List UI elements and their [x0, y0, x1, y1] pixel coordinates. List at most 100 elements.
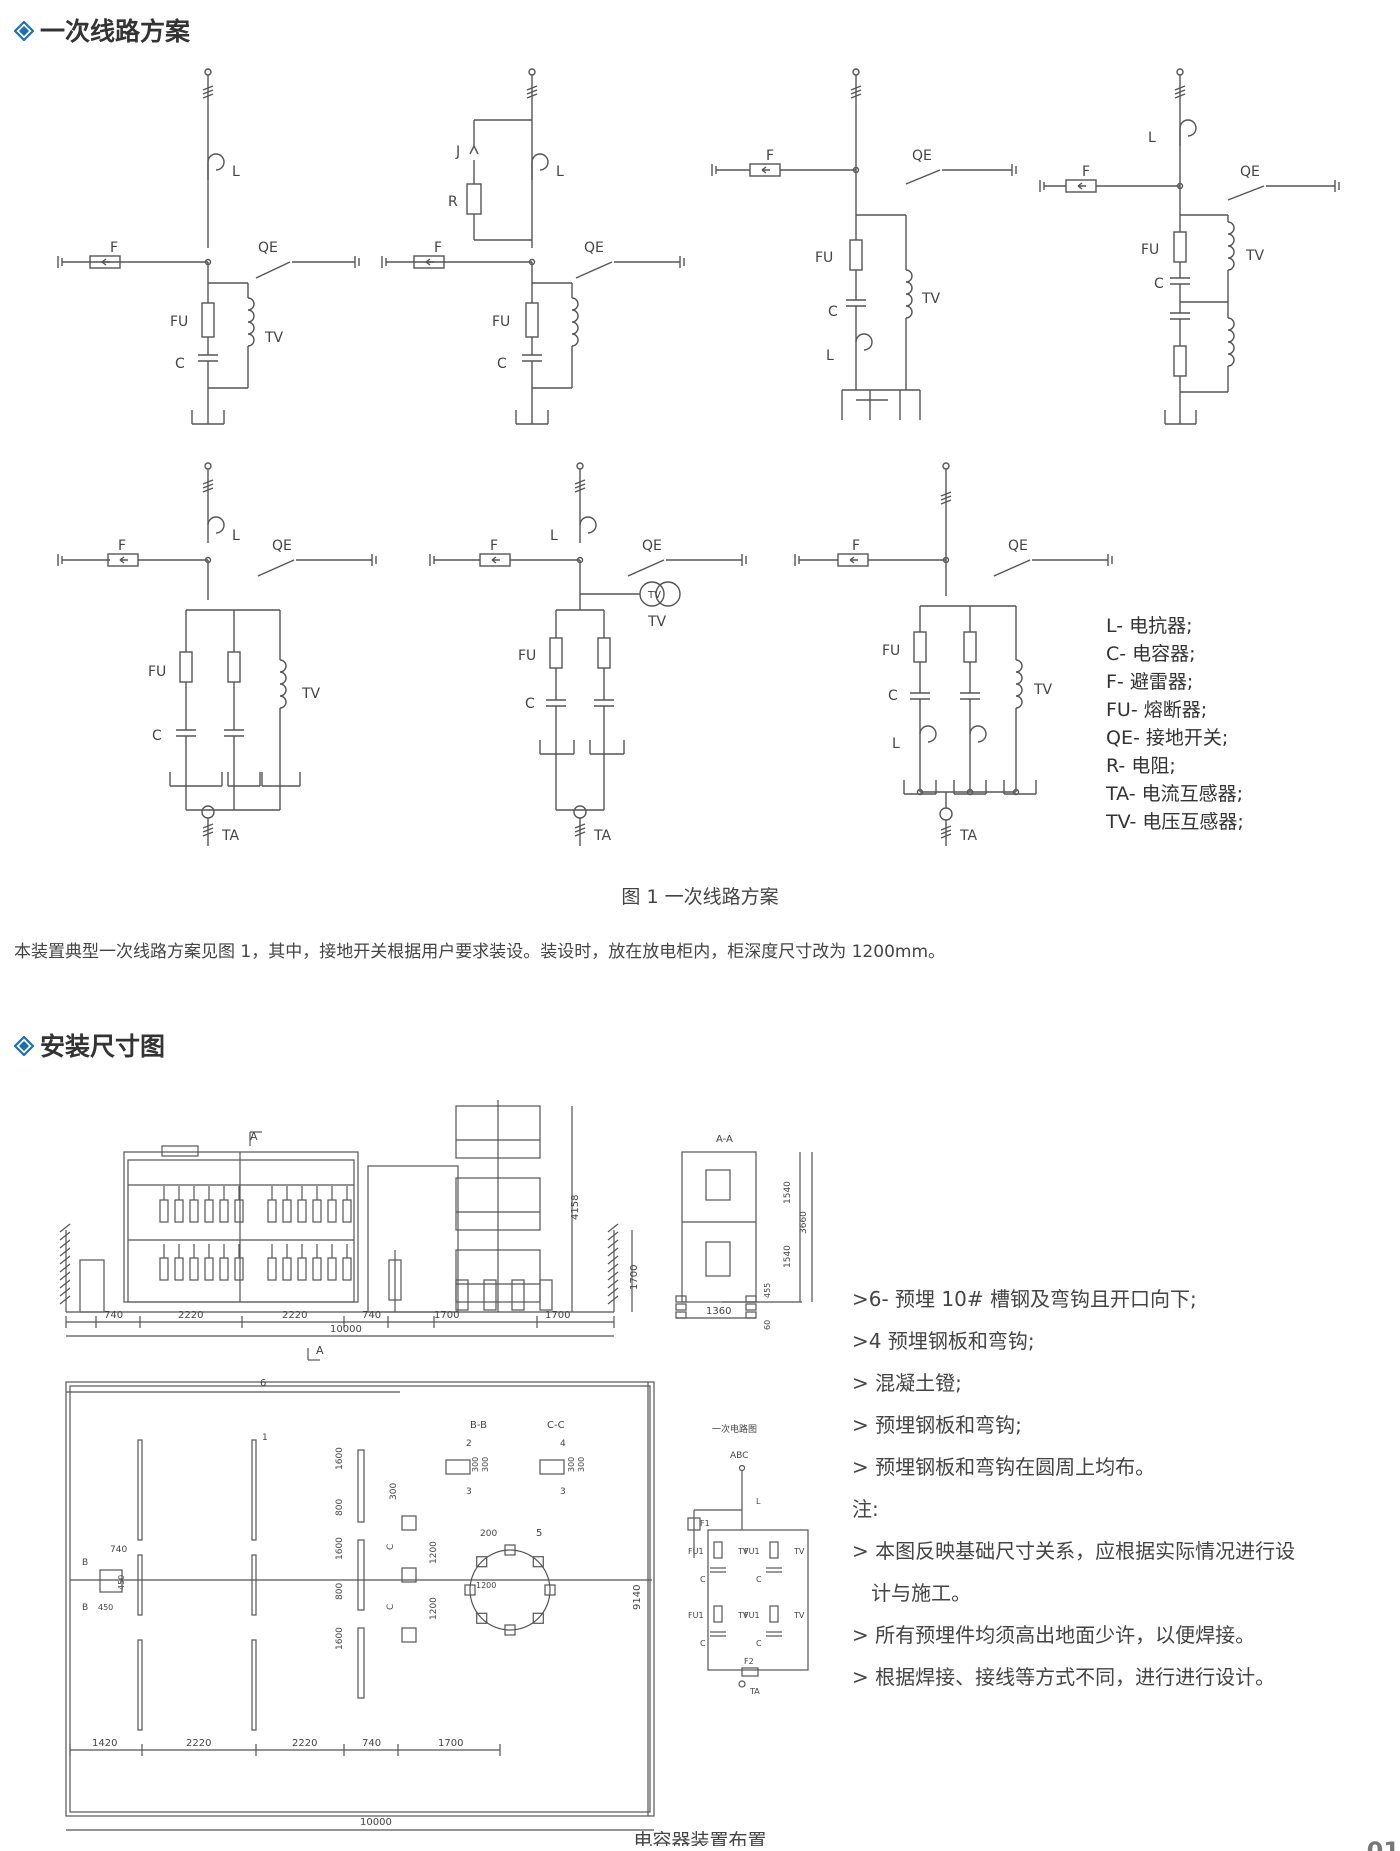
dimension-text: 2220	[282, 1310, 307, 1321]
channel-steel	[251, 1554, 257, 1616]
section-title-circuit: 一次线路方案	[14, 12, 190, 48]
embedded-plate	[504, 1544, 516, 1556]
label-F: F	[110, 240, 118, 256]
dimension-text: 1540	[783, 1181, 793, 1204]
note-item: >6- 预埋 10# 槽钢及弯钩且开口向下;	[852, 1287, 1197, 1311]
concrete-pad	[401, 1567, 417, 1583]
tag-text: 5	[536, 1528, 542, 1539]
mini-title: 一次电路图	[712, 1423, 757, 1435]
label-L: L	[232, 528, 240, 544]
channel-steel	[137, 1439, 143, 1541]
label-QE: QE	[1240, 164, 1260, 180]
hatch-mark	[574, 483, 586, 489]
legend-item: TA- 电流互感器;	[1106, 783, 1244, 805]
label-QE: QE	[258, 240, 278, 256]
arrow	[761, 166, 770, 174]
section-label: B-B	[470, 1420, 487, 1431]
fuse-box	[769, 1605, 779, 1623]
label-R: R	[448, 194, 458, 210]
reactor-symbol	[1179, 119, 1197, 137]
capacitor-unit	[297, 1199, 307, 1223]
detail-block	[445, 1459, 471, 1475]
label-C: C	[1154, 276, 1164, 292]
mini-label: FU1	[744, 1611, 760, 1620]
base-block	[745, 1295, 757, 1303]
fuse-box	[963, 631, 977, 663]
insulator	[388, 1259, 402, 1301]
base-block	[675, 1295, 687, 1303]
hatch-mark	[59, 1231, 71, 1241]
arrow	[469, 145, 479, 155]
label-TV: TV	[1245, 248, 1265, 264]
embedded-plate	[532, 1612, 544, 1624]
label-C: C	[152, 728, 162, 744]
aa-frame	[681, 1151, 757, 1303]
capacitor-unit	[204, 1199, 214, 1223]
description-text: 本装置典型一次线路方案见图 1，其中，接地开关根据用户要求装设。装设时，放在放电…	[14, 942, 946, 962]
capacitor-unit	[234, 1257, 244, 1281]
dimension-text: 1420	[92, 1738, 117, 1749]
label-TV: TV	[264, 330, 284, 346]
mini-label: C	[756, 1575, 762, 1584]
fuse-box	[597, 637, 611, 669]
capacitor-unit	[705, 1169, 731, 1201]
capacitor-unit	[312, 1257, 322, 1281]
switch-blade	[627, 559, 665, 577]
channel-steel	[357, 1627, 365, 1699]
tag-text: 3	[560, 1487, 566, 1497]
mini-label: TV	[793, 1547, 805, 1556]
label-L: L	[826, 348, 834, 364]
reactor-frame	[367, 1165, 459, 1313]
coil-symbol	[1227, 221, 1235, 271]
label-TV: TV	[647, 590, 661, 601]
label-FU: FU	[148, 664, 166, 680]
mini-label: C	[700, 1639, 706, 1648]
legend-item: R- 电阻;	[1106, 755, 1176, 777]
mini-label: L	[756, 1497, 761, 1506]
hatch-mark	[202, 827, 214, 833]
label-L: L	[892, 736, 900, 752]
plan-outer	[65, 1381, 655, 1817]
hatch-mark	[850, 89, 862, 95]
base-block	[675, 1311, 687, 1319]
mini-label: C	[700, 1575, 706, 1584]
embedded-plate	[476, 1612, 488, 1624]
note-item: > 根据焊接、接线等方式不同，进行进行设计。	[852, 1665, 1276, 1689]
label-F: F	[852, 538, 860, 554]
hatch-mark	[202, 85, 214, 91]
cabinet-frame	[127, 1159, 355, 1303]
page-number: 01	[1366, 1837, 1400, 1851]
capacitor-unit	[267, 1257, 277, 1281]
arrow	[101, 258, 110, 266]
dimension-text: 450	[117, 1575, 126, 1590]
tag-text: 1	[262, 1433, 268, 1443]
mini-label: TV	[737, 1611, 749, 1620]
label-QE: QE	[272, 538, 292, 554]
hatch-mark	[940, 833, 952, 839]
diamond-icon	[14, 21, 34, 41]
mini-label: C	[756, 1639, 762, 1648]
insulator	[483, 1279, 497, 1311]
dimension-text: 1700	[545, 1310, 570, 1321]
note-item: >4 预埋钢板和弯钩;	[852, 1329, 1035, 1353]
hatch-mark	[607, 1223, 619, 1233]
note-item: > 预埋钢板和弯钩在圆周上均布。	[852, 1455, 1156, 1479]
fuse-box	[913, 631, 927, 663]
dimension-text: 800	[335, 1499, 345, 1516]
dimension-text: 2220	[178, 1310, 203, 1321]
base-block	[745, 1311, 757, 1319]
capacitor-unit	[219, 1199, 229, 1223]
notes: >6- 预埋 10# 槽钢及弯钩且开口向下; >4 预埋钢板和弯钩; > 混凝土…	[852, 1278, 1392, 1698]
channel-steel	[251, 1439, 257, 1541]
capacitor-unit	[705, 1241, 731, 1277]
channel-steel	[357, 1539, 365, 1611]
reactor-symbol	[207, 153, 225, 171]
dimension-text: 1700	[438, 1738, 463, 1749]
coil-symbol	[279, 659, 287, 709]
hatch-mark	[607, 1231, 619, 1241]
label-C: C	[828, 304, 838, 320]
reactor-symbol	[579, 516, 597, 534]
fuse-box	[713, 1605, 723, 1623]
